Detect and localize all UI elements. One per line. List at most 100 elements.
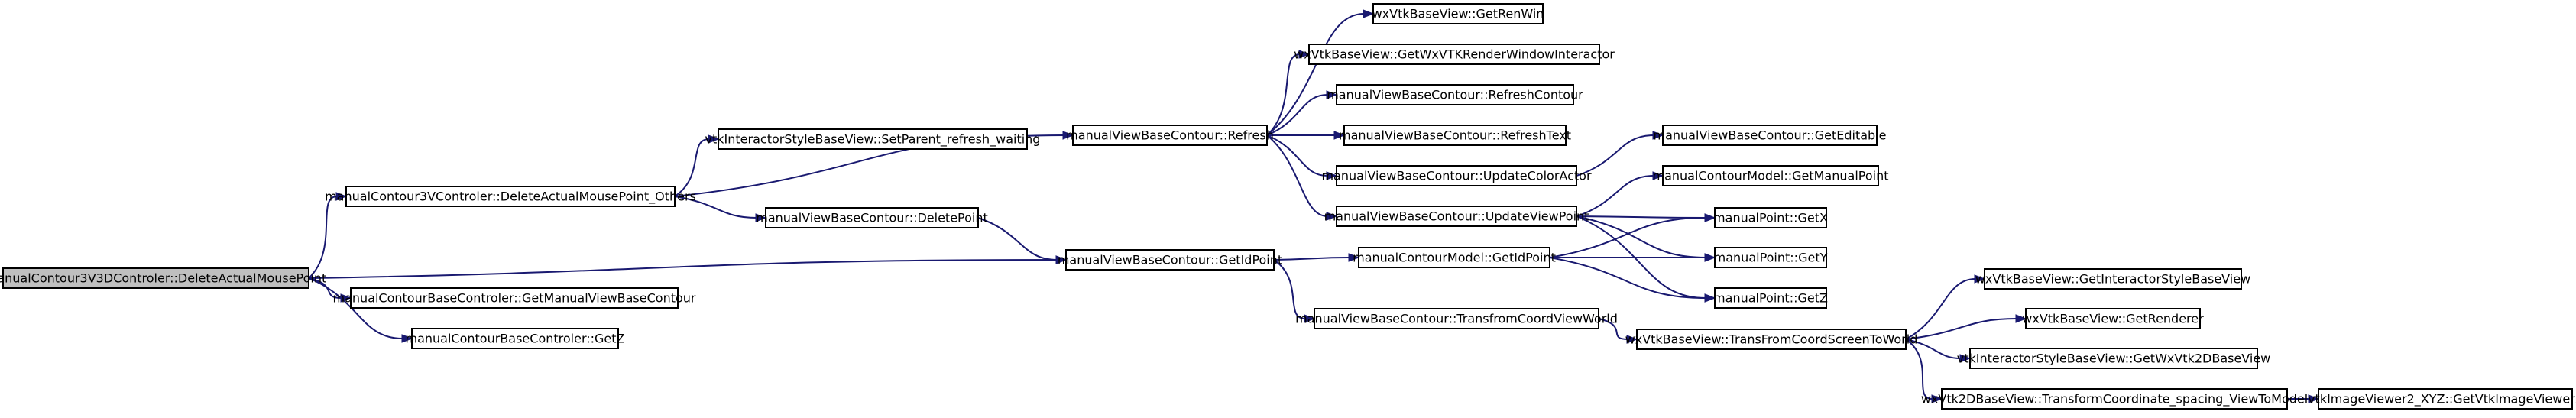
function-node[interactable]: manualContour3VControler::DeleteActualMo… bbox=[325, 186, 696, 207]
arrowhead-icon bbox=[1055, 255, 1068, 264]
function-node[interactable]: manualViewBaseContour::DeletePoint bbox=[756, 207, 988, 228]
node-box bbox=[1336, 206, 1577, 227]
edge-n6-n11 bbox=[1266, 131, 1346, 140]
function-node[interactable]: wxVtkBaseView::TransFromCoordScreenToWor… bbox=[1625, 329, 1918, 350]
function-node[interactable]: manualViewBaseContour::Refresh bbox=[1066, 125, 1274, 146]
node-box bbox=[1343, 125, 1567, 146]
edge-line bbox=[674, 196, 757, 219]
node-box bbox=[1065, 249, 1275, 271]
edge-n0-n3 bbox=[308, 277, 413, 343]
node-label: vtkImageViewer2_XYZ::GetVtkImageViewer2 bbox=[2308, 392, 2576, 407]
node-label: manualViewBaseContour::TransfromCoordVie… bbox=[1295, 312, 1618, 326]
edge-n21-n25 bbox=[1905, 339, 1943, 403]
node-box bbox=[1969, 348, 2258, 369]
edge-n13-n17 bbox=[1576, 171, 1664, 217]
edge-n7-n15 bbox=[1273, 259, 1316, 323]
node-label: manualContourBaseControler::GetZ bbox=[406, 332, 625, 346]
node-label: manualContourModel::GetManualPoint bbox=[1652, 169, 1888, 183]
edge-line bbox=[1576, 215, 1706, 258]
arrowhead-icon bbox=[1062, 131, 1074, 140]
function-node[interactable]: wxVtkBaseView::GetInteractorStyleBaseVie… bbox=[1975, 268, 2250, 290]
arrowhead-icon bbox=[401, 334, 413, 343]
edge-line bbox=[1273, 259, 1306, 319]
function-node[interactable]: manualViewBaseContour::UpdateViewPoint bbox=[1324, 206, 1589, 227]
edge-line bbox=[1576, 175, 1654, 217]
edge-n12-n16 bbox=[1576, 131, 1664, 177]
arrowhead-icon bbox=[1326, 212, 1338, 221]
function-node[interactable]: manualPoint::GetX bbox=[1713, 207, 1828, 228]
node-label: vtkInteractorStyleBaseView::GetWxVtk2DBa… bbox=[1957, 352, 2271, 366]
edge-n0-n1 bbox=[308, 192, 348, 279]
edge-n21-n24 bbox=[1905, 339, 1972, 363]
node-label: manualContour3VControler::DeleteActualMo… bbox=[325, 190, 696, 205]
edge-line bbox=[1266, 134, 1328, 177]
arrowhead-icon bbox=[1704, 253, 1716, 262]
edge-n7-n14 bbox=[1273, 253, 1360, 262]
node-label: manualPoint::GetX bbox=[1713, 211, 1828, 225]
edge-line bbox=[1266, 13, 1365, 136]
edge-line bbox=[308, 277, 342, 299]
function-node[interactable]: manualContourModel::GetIdPoint bbox=[1353, 247, 1556, 268]
node-label: wxVtkBaseView::GetRenWin bbox=[1372, 7, 1544, 21]
edge-n25-n26 bbox=[2287, 394, 2320, 403]
node-box bbox=[1336, 84, 1574, 105]
function-node[interactable]: wxVtkBaseView::GetRenWin bbox=[1372, 3, 1544, 24]
edge-n6-n10 bbox=[1266, 90, 1338, 136]
function-node[interactable]: manualViewBaseContour::UpdateColorActor bbox=[1321, 165, 1592, 186]
arrowhead-icon bbox=[1348, 253, 1360, 262]
node-box bbox=[2, 267, 309, 289]
edge-n6-n13 bbox=[1266, 134, 1338, 221]
function-node[interactable]: vtkImageViewer2_XYZ::GetVtkImageViewer2 bbox=[2308, 388, 2576, 410]
function-node[interactable]: vtkInteractorStyleBaseView::SetParent_re… bbox=[705, 128, 1041, 150]
node-box bbox=[1308, 44, 1600, 65]
edge-line bbox=[1266, 94, 1328, 136]
function-node[interactable]: manualViewBaseContour::GetEditable bbox=[1654, 125, 1887, 146]
arrowhead-icon bbox=[1704, 293, 1716, 303]
edge-n5-n7 bbox=[977, 217, 1068, 264]
node-box bbox=[2318, 388, 2573, 410]
function-node[interactable]: wxVtkBaseView::GetWxVTKRenderWindowInter… bbox=[1294, 44, 1615, 65]
function-node[interactable]: manualViewBaseContour::TransfromCoordVie… bbox=[1295, 308, 1618, 329]
edge-line bbox=[1905, 339, 1933, 400]
node-box bbox=[1072, 125, 1268, 146]
node-label: manualViewBaseContour::RefreshContour bbox=[1327, 88, 1583, 102]
edge-n6-n9 bbox=[1266, 50, 1311, 136]
node-label: wxVtkBaseView::GetWxVTKRenderWindowInter… bbox=[1294, 47, 1615, 62]
arrowhead-icon bbox=[1326, 90, 1338, 99]
edge-n0-n7 bbox=[308, 255, 1068, 279]
function-node[interactable]: manualContourBaseControler::GetZ bbox=[406, 328, 625, 349]
function-node[interactable]: manualPoint::GetZ bbox=[1713, 287, 1828, 309]
node-label: manualContour3V3DControler::DeleteActual… bbox=[0, 271, 326, 286]
function-node[interactable]: wxVtkBaseView::GetRenderer bbox=[2022, 308, 2204, 329]
edge-line bbox=[1598, 318, 1628, 340]
edge-n14-n19 bbox=[1549, 253, 1716, 262]
function-node[interactable]: manualViewBaseContour::RefreshContour bbox=[1327, 84, 1583, 105]
node-box bbox=[1984, 268, 2242, 290]
node-box bbox=[765, 207, 979, 228]
node-label: manualViewBaseContour::UpdateColorActor bbox=[1321, 169, 1591, 183]
edge-line bbox=[1549, 217, 1706, 258]
edge-line bbox=[1905, 318, 2017, 340]
function-node[interactable]: wxVtk2DBaseView::TransformCoordinate_spa… bbox=[1921, 388, 2308, 410]
function-node[interactable]: vtkInteractorStyleBaseView::GetWxVtk2DBa… bbox=[1957, 348, 2271, 369]
node-box bbox=[345, 186, 676, 207]
node-label: wxVtk2DBaseView::TransformCoordinate_spa… bbox=[1921, 392, 2308, 407]
function-node[interactable]: manualContourModel::GetManualPoint bbox=[1652, 165, 1889, 186]
node-box bbox=[1636, 329, 1907, 350]
node-box bbox=[1714, 207, 1827, 228]
root-function-node[interactable]: manualContour3V3DControler::DeleteActual… bbox=[0, 267, 326, 289]
arrowhead-icon bbox=[1326, 171, 1338, 180]
node-label: manualPoint::GetY bbox=[1714, 251, 1828, 265]
node-box bbox=[1372, 3, 1544, 24]
function-node[interactable]: manualContourBaseControler::GetManualVie… bbox=[333, 287, 696, 309]
node-label: manualViewBaseContour::Refresh bbox=[1066, 128, 1274, 143]
node-label: wxVtkBaseView::TransFromCoordScreenToWor… bbox=[1625, 332, 1918, 347]
node-box bbox=[1714, 287, 1827, 309]
node-label: manualViewBaseContour::RefreshText bbox=[1339, 128, 1571, 143]
function-node[interactable]: manualViewBaseContour::RefreshText bbox=[1339, 125, 1571, 146]
edge-line bbox=[674, 138, 710, 197]
function-node[interactable]: manualPoint::GetY bbox=[1714, 247, 1828, 268]
function-node[interactable]: manualViewBaseContour::GetIdPoint bbox=[1058, 249, 1282, 271]
edge-n21-n23 bbox=[1905, 314, 2027, 340]
arrowhead-icon bbox=[1652, 171, 1664, 180]
